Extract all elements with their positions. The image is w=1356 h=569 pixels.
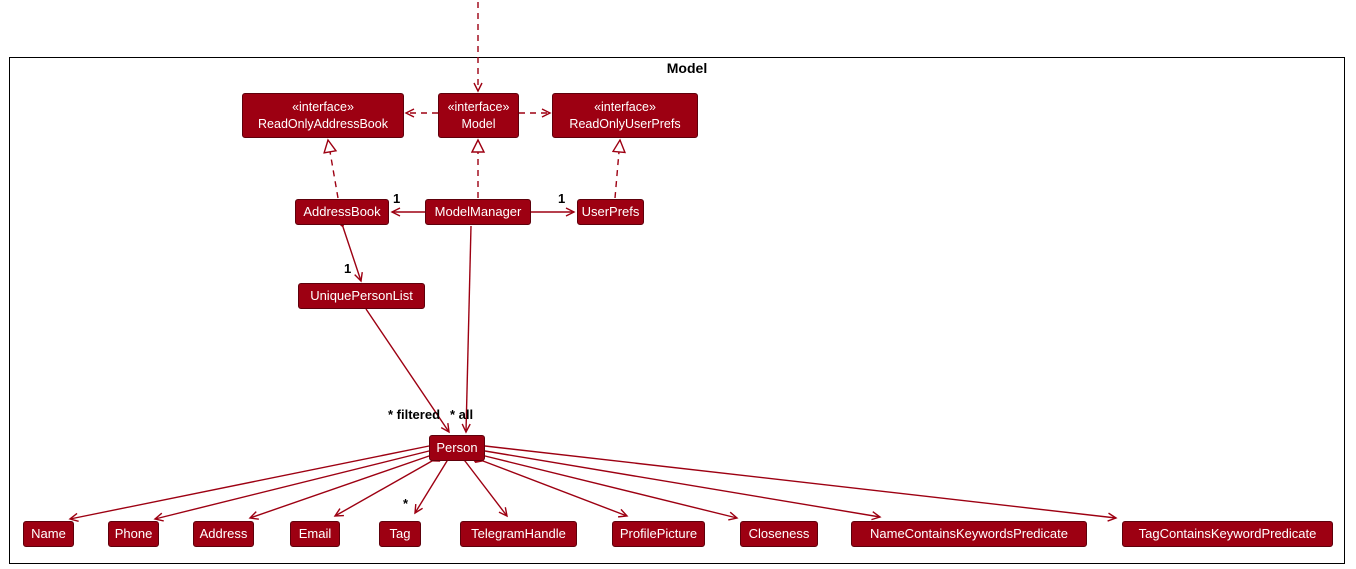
edge-uniquepersonlist-person	[365, 308, 450, 434]
edge-person-tagcontainskeywordpredicate	[471, 440, 1118, 522]
class-node-email: Email	[290, 521, 340, 547]
interface-name: ReadOnlyUserPrefs	[569, 116, 681, 131]
edge-person-name	[68, 440, 443, 523]
class-name: TelegramHandle	[471, 525, 566, 541]
class-name: NameContainsKeywordsPredicate	[870, 525, 1068, 541]
edge-addressbook-uniquepersonlist	[336, 213, 363, 283]
class-name: ModelManager	[434, 203, 522, 219]
class-node-profilepicture: ProfilePicture	[612, 521, 705, 547]
class-node-phone: Phone	[108, 521, 159, 547]
stereotype-label: «interface»	[292, 100, 354, 115]
class-name: Person	[436, 439, 478, 455]
edge-person-tag	[414, 449, 455, 515]
class-node-person: Person	[429, 435, 485, 461]
class-name: Closeness	[748, 525, 810, 541]
class-name: Address	[199, 525, 248, 541]
interface-name: ReadOnlyAddressBook	[258, 116, 388, 131]
class-node-tagcontainskeywordpredicate: TagContainsKeywordPredicate	[1122, 521, 1333, 547]
edge-person-profilepicture	[469, 454, 629, 518]
class-name: UserPrefs	[581, 203, 640, 219]
class-name: Name	[31, 525, 66, 541]
label-all: * all	[450, 407, 474, 422]
edge-person-telegramhandle	[456, 449, 508, 518]
interface-node-model: «interface» Model	[438, 93, 519, 138]
class-node-addressbook: AddressBook	[295, 199, 389, 225]
class-node-name: Name	[23, 521, 74, 547]
class-node-telegramhandle: TelegramHandle	[460, 521, 577, 547]
class-node-userprefs: UserPrefs	[577, 199, 644, 225]
class-node-namecontainskeywordspredicate: NameContainsKeywordsPredicate	[851, 521, 1087, 547]
class-name: TagContainsKeywordPredicate	[1138, 525, 1317, 541]
edge-modelmanager-person	[461, 225, 472, 434]
edge-userprefs-implements-readonlyuserprefs	[615, 140, 620, 199]
class-node-closeness: Closeness	[740, 521, 818, 547]
class-name: Phone	[114, 525, 153, 541]
multiplicity-addressbook-uniquepersonlist: 1	[344, 261, 352, 276]
class-name: Tag	[389, 525, 411, 541]
stereotype-label: «interface»	[594, 100, 656, 115]
class-node-uniquepersonlist: UniquePersonList	[298, 283, 425, 309]
multiplicity-person-tag: *	[403, 496, 409, 511]
class-name: ProfilePicture	[619, 525, 698, 541]
edge-person-phone	[153, 444, 443, 522]
frame-title: Model	[666, 60, 708, 76]
model-component-frame	[9, 57, 1345, 564]
multiplicity-modelmanager-addressbook: 1	[393, 191, 401, 206]
stereotype-label: «interface»	[447, 100, 510, 115]
class-node-address: Address	[193, 521, 254, 547]
interface-node-readonlyuserprefs: «interface» ReadOnlyUserPrefs	[552, 93, 698, 138]
class-name: Email	[298, 525, 332, 541]
class-name: AddressBook	[303, 203, 381, 219]
class-node-tag: Tag	[379, 521, 421, 547]
class-name: UniquePersonList	[310, 287, 413, 303]
class-node-modelmanager: ModelManager	[425, 199, 531, 225]
multiplicity-modelmanager-userprefs: 1	[558, 191, 566, 206]
label-filtered: * filtered	[388, 407, 441, 422]
interface-name: Model	[461, 116, 496, 131]
edge-addressbook-implements-readonlyaddressbook	[328, 140, 339, 199]
interface-node-readonlyaddressbook: «interface» ReadOnlyAddressBook	[242, 93, 404, 138]
